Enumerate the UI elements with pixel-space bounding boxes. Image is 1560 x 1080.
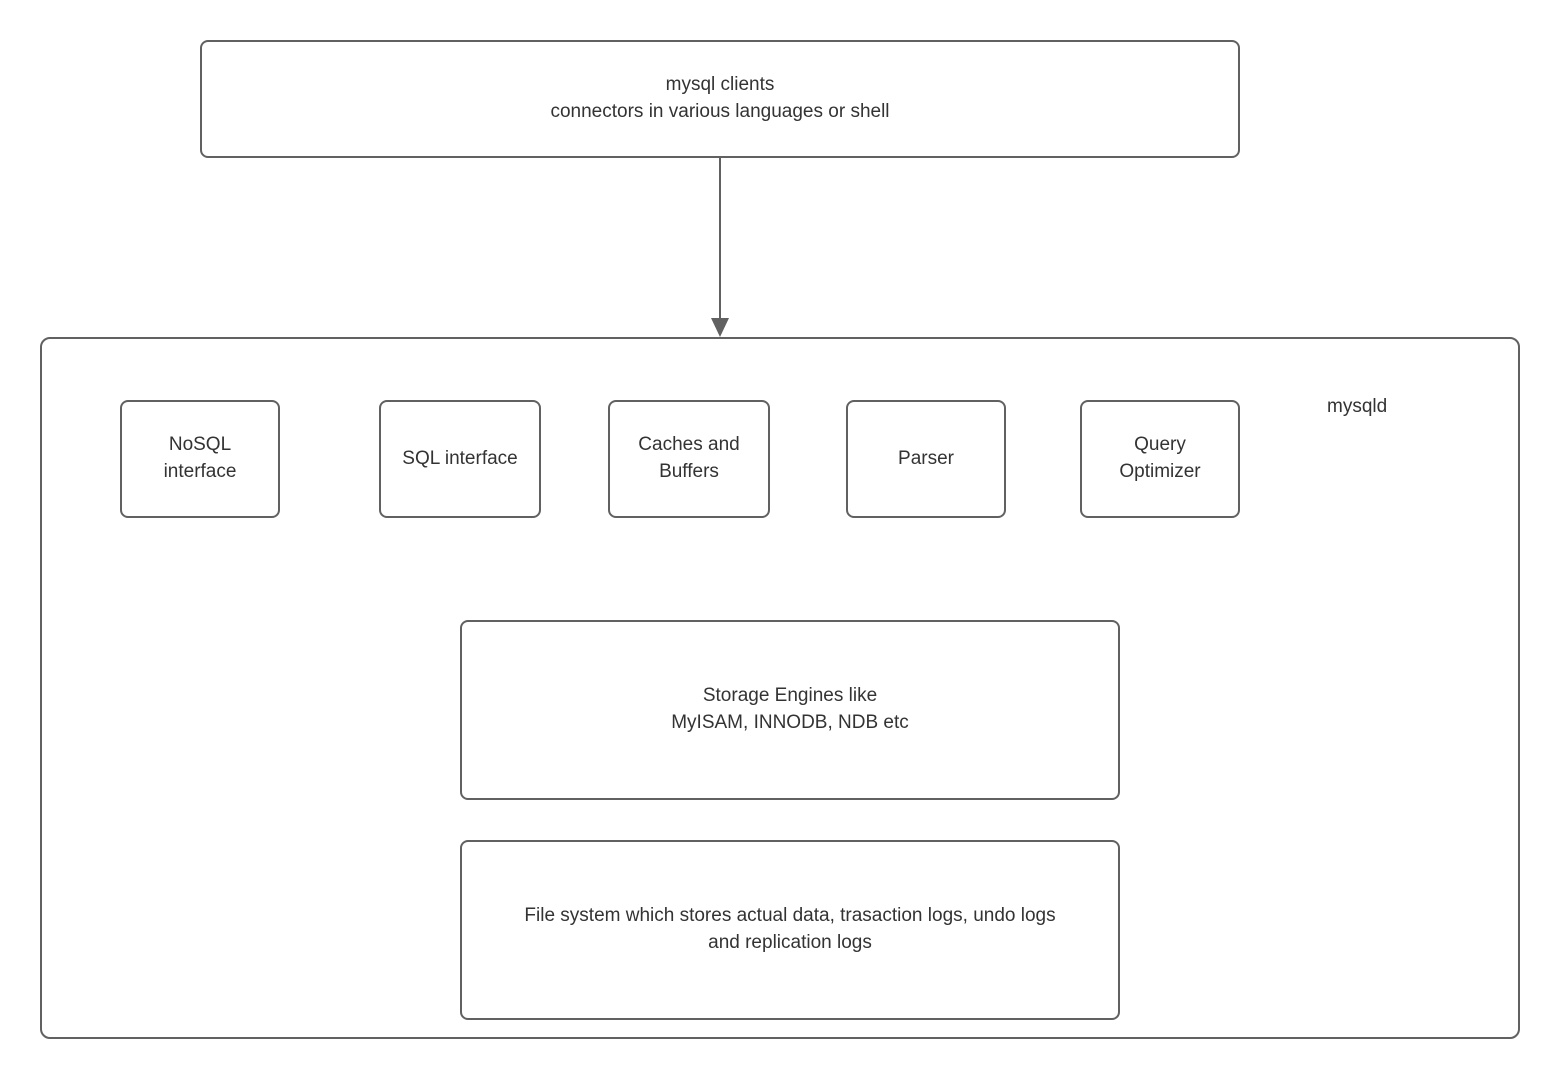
component-box-caches-buffers: Caches and Buffers xyxy=(608,400,770,518)
component-box-nosql-interface: NoSQL interface xyxy=(120,400,280,518)
mysqld-label: mysqld xyxy=(1327,396,1388,417)
component-box-parser: Parser xyxy=(846,400,1006,518)
file-system-box: File system which stores actual data, tr… xyxy=(460,840,1120,1020)
caches-buffers-label: Caches and Buffers xyxy=(638,434,740,482)
mysql-clients-box: mysql clients connectors in various lang… xyxy=(200,40,1240,158)
arrow-down-icon xyxy=(711,318,729,337)
query-optimizer-label: Query Optimizer xyxy=(1119,434,1201,482)
storage-engines-label: Storage Engines like MyISAM, INNODB, NDB… xyxy=(671,685,909,733)
nosql-interface-label: NoSQL interface xyxy=(163,434,237,482)
mysql-clients-label: mysql clients connectors in various lang… xyxy=(550,74,890,122)
connector-arrow-line xyxy=(719,158,721,320)
component-box-query-optimizer: Query Optimizer xyxy=(1080,400,1240,518)
sql-interface-label: SQL interface xyxy=(402,447,518,469)
parser-label: Parser xyxy=(898,447,954,469)
component-box-sql-interface: SQL interface xyxy=(379,400,541,518)
storage-engines-box: Storage Engines like MyISAM, INNODB, NDB… xyxy=(460,620,1120,800)
file-system-label: File system which stores actual data, tr… xyxy=(524,905,1056,953)
